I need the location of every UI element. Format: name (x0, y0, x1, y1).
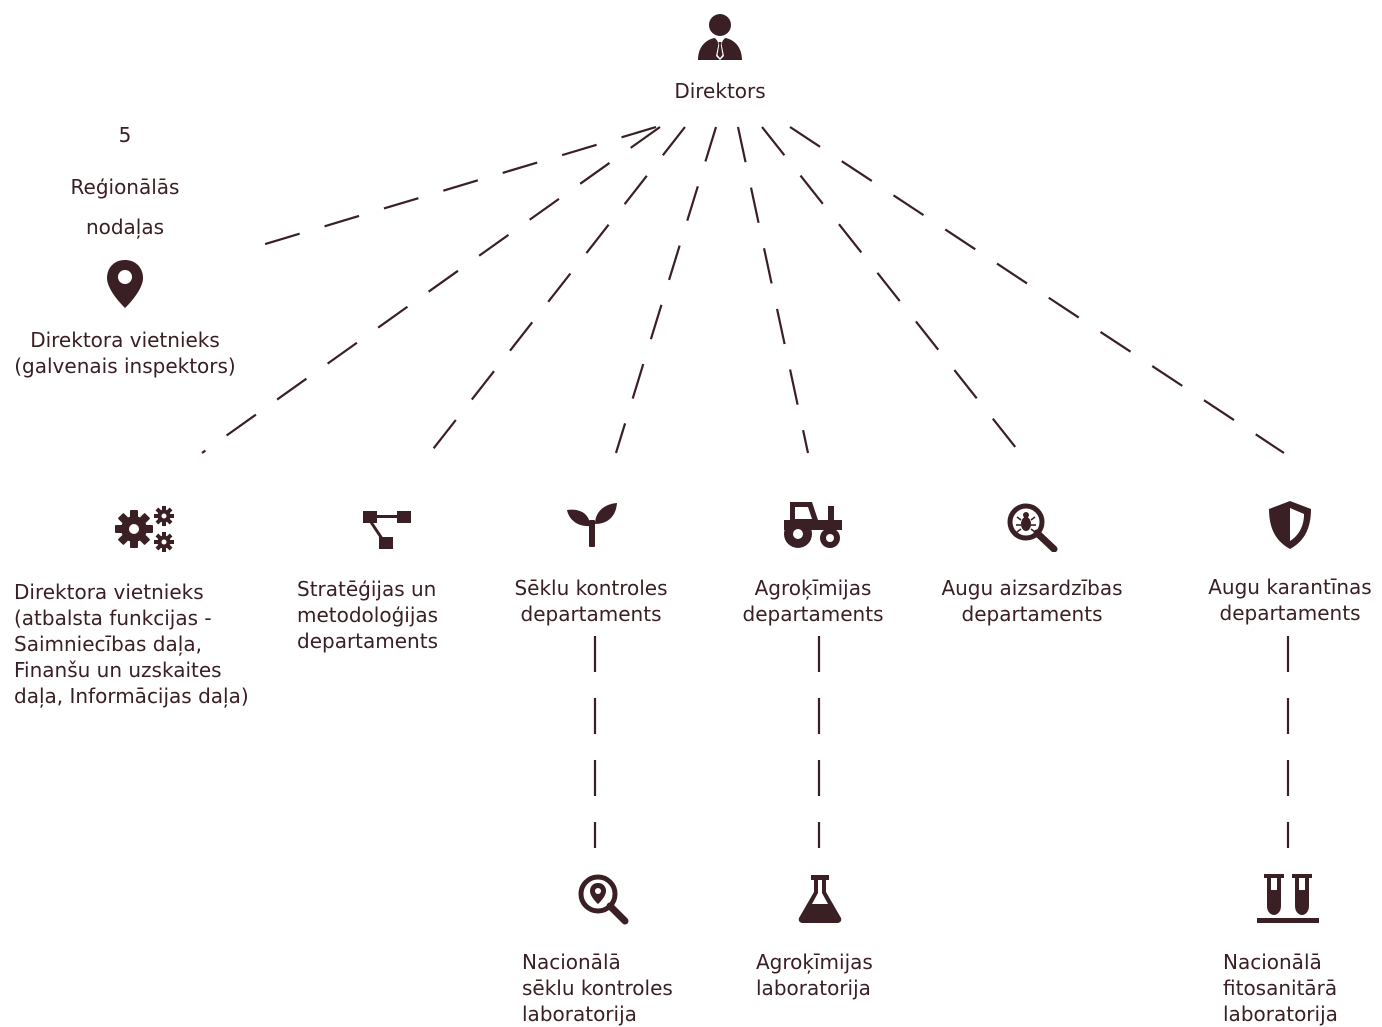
seedling-icon (567, 503, 617, 547)
regional-line2: nodaļas (85, 215, 165, 239)
regional-deputy-label: Direktora vietnieks (galvenais inspektor… (14, 328, 236, 378)
bug-magnifier-icon (1007, 503, 1058, 552)
regional-line1: Reģionālās (70, 175, 180, 199)
connector-dept-5 (761, 126, 1021, 454)
laboratory-label: Nacionālā sēklu kontroles laboratorija (522, 950, 673, 1026)
person-tie-icon (698, 14, 742, 60)
department-label: Augu karantīnas departaments (1208, 575, 1372, 625)
regional-count: 5 (118, 123, 132, 147)
shield-icon (1269, 501, 1311, 549)
flow-diagram-icon (363, 511, 411, 549)
connector-dept-1 (201, 126, 661, 454)
connector-dept-6 (789, 126, 1285, 454)
connector-dept-4 (736, 126, 810, 454)
connector-dept-2 (429, 126, 686, 454)
connector-regional (261, 125, 657, 247)
gears-icon (115, 506, 174, 552)
department-label: Stratēģijas un metodoloģijas departament… (297, 577, 439, 653)
director-label: Direktors (674, 79, 766, 103)
map-pin-icon (107, 260, 143, 308)
department-label: Agroķīmijas departaments (742, 576, 884, 626)
department-label: Direktora vietnieks (atbalsta funkcijas … (14, 580, 249, 708)
department-label: Sēklu kontroles departaments (514, 576, 668, 626)
department-label: Augu aizsardzības departaments (941, 576, 1123, 626)
test-tubes-icon (1257, 874, 1319, 923)
laboratory-label: Agroķīmijas laboratorija (756, 950, 873, 1000)
laboratory-label: Nacionālā fitosanitārā laboratorija (1223, 950, 1338, 1026)
connector-dept-3 (614, 126, 718, 454)
search-location-icon (578, 874, 629, 925)
tractor-icon (784, 502, 842, 548)
flask-icon (798, 875, 842, 923)
